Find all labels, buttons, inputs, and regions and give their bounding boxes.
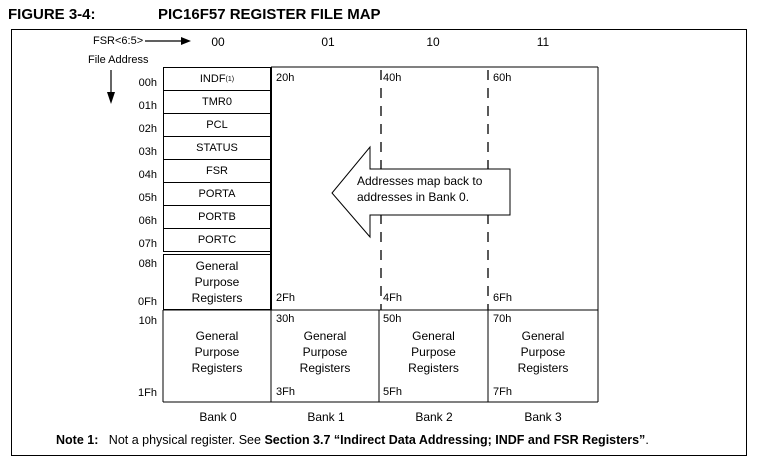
column-label-11: 11	[536, 35, 550, 49]
register-portb: PORTB	[163, 205, 271, 229]
address-70h: 70h	[493, 313, 512, 325]
file-address-arrow-icon	[107, 70, 115, 104]
bank-label-2: Bank 2	[415, 410, 453, 424]
address-30h: 30h	[276, 313, 295, 325]
file-address-label: File Address	[88, 54, 149, 66]
bank0-gpr-lower: General Purpose Registers	[163, 328, 271, 376]
bank3-gpr: General Purpose Registers	[488, 328, 598, 376]
footnote: Note 1: Not a physical register. See Sec…	[56, 433, 649, 447]
register-status-label: STATUS	[196, 142, 238, 154]
footnote-reference: Section 3.7 “Indirect Data Addressing; I…	[264, 433, 646, 447]
register-pcl: PCL	[163, 113, 271, 137]
register-portb-label: PORTB	[198, 211, 236, 223]
address-0fh: 0Fh	[138, 296, 157, 308]
bank1-gpr-line3: Registers	[299, 361, 351, 375]
column-label-01: 01	[321, 35, 335, 49]
bank0-gpr-upper-line2: Purpose	[194, 275, 240, 289]
address-2fh: 2Fh	[276, 292, 295, 304]
address-3fh: 3Fh	[276, 386, 295, 398]
bank-label-1: Bank 1	[307, 410, 345, 424]
bank0-gpr-lower-line2: Purpose	[194, 345, 240, 359]
bank1-gpr: General Purpose Registers	[271, 328, 379, 376]
register-porta: PORTA	[163, 182, 271, 206]
address-07h: 07h	[138, 238, 157, 250]
address-01h: 01h	[138, 100, 157, 112]
address-08h: 08h	[138, 258, 157, 270]
figure-label: FIGURE 3-4:	[8, 6, 96, 23]
map-back-arrow-icon	[331, 145, 511, 239]
bank0-gpr-upper-line1: General	[195, 259, 239, 273]
register-pcl-label: PCL	[206, 119, 228, 131]
footnote-suffix: .	[645, 433, 649, 447]
register-fsr: FSR	[163, 159, 271, 183]
bank1-gpr-line1: General	[303, 329, 347, 343]
footnote-text: Not a physical register. See	[108, 433, 265, 447]
bank2-gpr: General Purpose Registers	[379, 328, 488, 376]
register-portc-label: PORTC	[197, 234, 237, 246]
address-7fh: 7Fh	[493, 386, 512, 398]
bank2-gpr-line1: General	[412, 329, 455, 343]
map-back-text-line2: addresses in Bank 0.	[357, 190, 470, 204]
bank0-gpr-lower-line3: Registers	[191, 361, 243, 375]
map-back-text-line1: Addresses map back to	[357, 174, 483, 188]
address-40h: 40h	[383, 72, 402, 84]
register-tmr0: TMR0	[163, 90, 271, 114]
register-indf-label: INDF	[199, 73, 226, 85]
address-20h: 20h	[276, 72, 295, 84]
address-6fh: 6Fh	[493, 292, 512, 304]
register-porta-label: PORTA	[198, 188, 236, 200]
figure-frame	[11, 29, 747, 456]
address-60h: 60h	[493, 72, 512, 84]
bank0-gpr-upper-line3: Registers	[191, 291, 243, 305]
register-fsr-label: FSR	[206, 165, 228, 177]
bank-label-3: Bank 3	[524, 410, 562, 424]
register-tmr0-label: TMR0	[202, 96, 232, 108]
address-1fh: 1Fh	[138, 387, 157, 399]
bank1-gpr-line2: Purpose	[302, 345, 348, 359]
fsr-arrow-icon	[145, 37, 191, 45]
address-4fh: 4Fh	[383, 292, 402, 304]
bank0-gpr-upper: General Purpose Registers	[163, 254, 271, 310]
column-label-10: 10	[426, 35, 440, 49]
register-portc: PORTC	[163, 228, 271, 252]
bank-label-0: Bank 0	[199, 410, 237, 424]
bank2-gpr-line2: Purpose	[411, 345, 456, 359]
column-label-00: 00	[211, 35, 225, 49]
register-status: STATUS	[163, 136, 271, 160]
address-5fh: 5Fh	[383, 386, 402, 398]
fsr-label: FSR<6:5>	[93, 35, 144, 47]
footnote-prefix: Note 1:	[56, 433, 99, 447]
address-10h: 10h	[138, 315, 157, 327]
bank3-gpr-line2: Purpose	[520, 345, 566, 359]
bank2-gpr-line3: Registers	[408, 361, 459, 375]
bank3-gpr-line3: Registers	[517, 361, 569, 375]
address-05h: 05h	[138, 192, 157, 204]
address-03h: 03h	[138, 146, 157, 158]
bank0-gpr-lower-line1: General	[195, 329, 239, 343]
address-00h: 00h	[138, 77, 157, 89]
address-02h: 02h	[138, 123, 157, 135]
bank3-gpr-line1: General	[521, 329, 565, 343]
figure-title: PIC16F57 REGISTER FILE MAP	[158, 6, 381, 23]
address-50h: 50h	[383, 313, 402, 325]
register-indf: INDF(1)	[163, 67, 271, 91]
register-indf-note: (1)	[225, 75, 235, 83]
address-06h: 06h	[138, 215, 157, 227]
address-04h: 04h	[138, 169, 157, 181]
